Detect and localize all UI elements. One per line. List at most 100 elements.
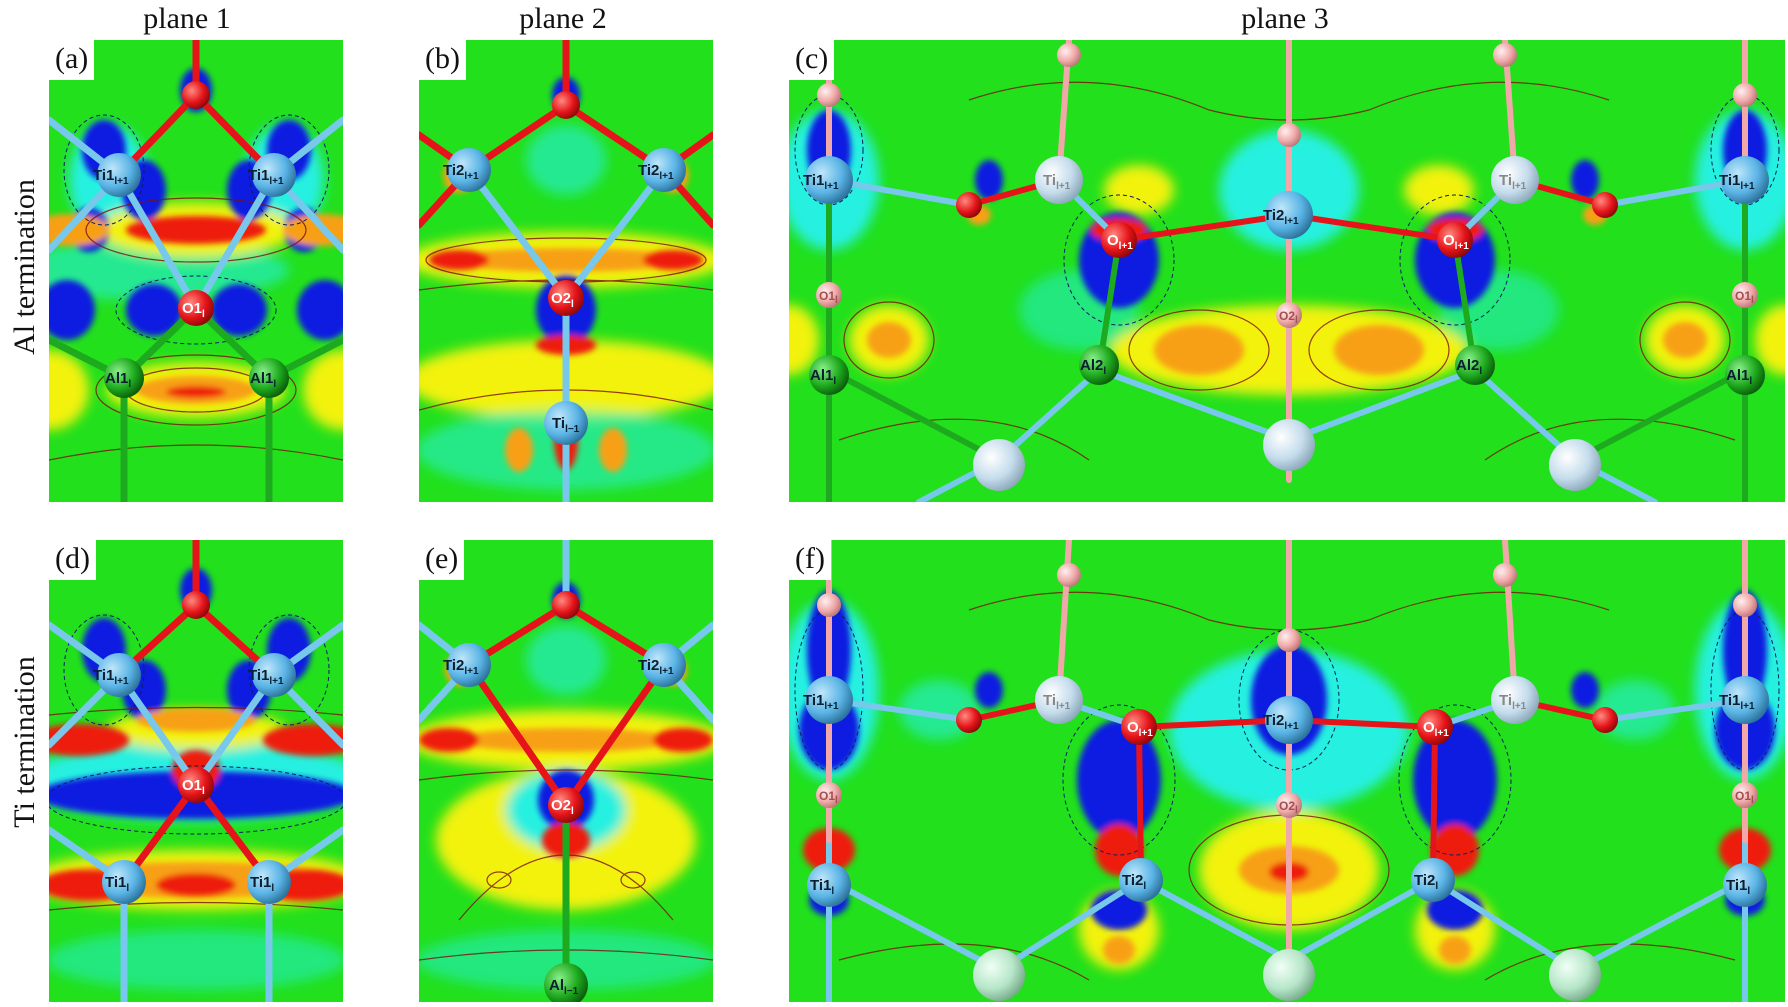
atom-label: O1l (182, 777, 205, 797)
ti-atom (1723, 863, 1767, 907)
atom-label: Ti1l (250, 874, 274, 894)
atom-label: Ti1l+1 (93, 167, 129, 187)
ti-atom (1721, 156, 1769, 204)
panel-c: Ti1l+1 Til+1 Ol+1 Ti2l+1 Ol+1 Til+1 Ti1l… (789, 40, 1785, 502)
al-atom (1455, 345, 1495, 385)
al-atom (249, 358, 289, 398)
atom-label: O1l (182, 300, 205, 320)
atom-label: Ol+1 (1423, 719, 1449, 739)
atom-label: O1l (1735, 289, 1754, 306)
atom-label: Til+1 (1043, 172, 1071, 192)
panel-f-map: Ti1l+1 Til+1 Ol+1 Ti2l+1 Ol+1 Til+1 Ti1l… (789, 540, 1785, 1002)
atom-label: Ti2l+1 (443, 657, 479, 677)
atom-label: Ti1l (105, 874, 129, 894)
ti-atom (1491, 676, 1539, 724)
atom-label: O2l (551, 797, 574, 817)
ti-atom (642, 643, 686, 687)
panel-b-map: Ti2l+1 Ti2l+1 O2l Til−1 (419, 40, 713, 502)
ti-atom (807, 863, 851, 907)
panel-d-map: Ti1l+1 Ti1l+1 O1l Ti1l Ti1l (49, 540, 343, 1002)
ti-atom (1411, 858, 1455, 902)
panel-label-b: (b) (419, 40, 466, 80)
oxygen-atom (1101, 222, 1137, 258)
column-title-plane-1: plane 1 (143, 2, 231, 35)
panel-a: Ti1l+1 Ti1l+1 O1l Al1l Al1l (a) (49, 40, 343, 502)
atom-label: O2l (551, 290, 574, 310)
panel-label-f: (f) (789, 540, 831, 580)
oxygen-atom (178, 290, 214, 326)
panel-label-c: (c) (789, 40, 835, 80)
atom-label: Ti1l+1 (803, 692, 839, 712)
ti-atom (1265, 696, 1313, 744)
panel-label-e: (e) (419, 540, 465, 580)
panel-label-d: (d) (49, 540, 96, 580)
ti-atom (252, 653, 296, 697)
ti-atom (447, 148, 491, 192)
oxygen-atom (1417, 709, 1453, 745)
atom-label: Ol+1 (1127, 719, 1153, 739)
atom-label: O1l (819, 289, 838, 306)
oxygen-atom (548, 787, 584, 823)
oxygen-atom (1592, 707, 1618, 733)
ti-atom (544, 401, 588, 445)
atom-label: Ti1l+1 (1719, 172, 1755, 192)
atom-label: Al1l (810, 367, 836, 387)
ti-atom (102, 860, 146, 904)
atom-label: Ti2l+1 (638, 162, 674, 182)
atom-label: Til+1 (1499, 692, 1527, 712)
atom-label: Al2l (1456, 357, 1482, 377)
atom-label: O1l (819, 789, 838, 806)
atom-label: O2l (1279, 799, 1298, 816)
oxygen-atom (552, 91, 580, 119)
atom-label: Ti1l (1726, 877, 1750, 897)
al-atom (809, 355, 849, 395)
panel-d: Ti1l+1 Ti1l+1 O1l Ti1l Ti1l (d) (49, 540, 343, 1002)
ti-atom (642, 148, 686, 192)
atom-label: Til−1 (552, 415, 580, 435)
ti-atom (97, 153, 141, 197)
atom-label: Ti1l+1 (248, 667, 284, 687)
panel-label-a: (a) (49, 40, 95, 80)
ti-atom (447, 643, 491, 687)
panel-e: Ti2l+1 Ti2l+1 O2l All−1 (e) (419, 540, 713, 1002)
oxygen-atom (956, 192, 982, 218)
atom-label: All−1 (549, 977, 579, 997)
atom-label: Al2l (1080, 357, 1106, 377)
ti-atom (1491, 156, 1539, 204)
atom-label: Al1l (1726, 367, 1752, 387)
atom-label: Al1l (105, 370, 131, 390)
ti-atom (247, 860, 291, 904)
row-title-al-termination: Al termination (8, 179, 41, 355)
oxygen-atom (548, 280, 584, 316)
atom-label: Ti2l+1 (443, 162, 479, 182)
atom-label: Ti1l+1 (248, 167, 284, 187)
atom-label: Al1l (250, 370, 276, 390)
oxygen-atom (1121, 709, 1157, 745)
atom-label: Ti2l+1 (1263, 712, 1299, 732)
oxygen-atom (1732, 282, 1758, 308)
atom-label: Ti2l+1 (638, 657, 674, 677)
panel-f: Ti1l+1 Til+1 Ol+1 Ti2l+1 Ol+1 Til+1 Ti1l… (789, 540, 1785, 1002)
atom-label: Ti2l (1414, 872, 1438, 892)
ti-atom (1721, 676, 1769, 724)
oxygen-atom (1592, 192, 1618, 218)
atom-label: Ti2l (1122, 872, 1146, 892)
oxygen-atom (1276, 792, 1302, 818)
al-atom (1725, 355, 1765, 395)
al-atom (544, 963, 588, 1002)
oxygen-atom (182, 81, 210, 109)
oxygen-atom (816, 782, 842, 808)
panel-c-map: Ti1l+1 Til+1 Ol+1 Ti2l+1 Ol+1 Til+1 Ti1l… (789, 40, 1785, 502)
oxygen-atom (816, 282, 842, 308)
row-title-ti-termination: Ti termination (8, 656, 41, 828)
oxygen-atom (1437, 222, 1473, 258)
oxygen-atom (956, 707, 982, 733)
atom-label: Til+1 (1043, 692, 1071, 712)
ti-atom (805, 156, 853, 204)
atom-label: Ti1l+1 (1719, 692, 1755, 712)
atom-label: O2l (1279, 309, 1298, 326)
oxygen-atom (182, 591, 210, 619)
panel-e-map: Ti2l+1 Ti2l+1 O2l All−1 (419, 540, 713, 1002)
panel-b: Ti2l+1 Ti2l+1 O2l Til−1 (b) (419, 40, 713, 502)
atom-label: O1l (1735, 789, 1754, 806)
